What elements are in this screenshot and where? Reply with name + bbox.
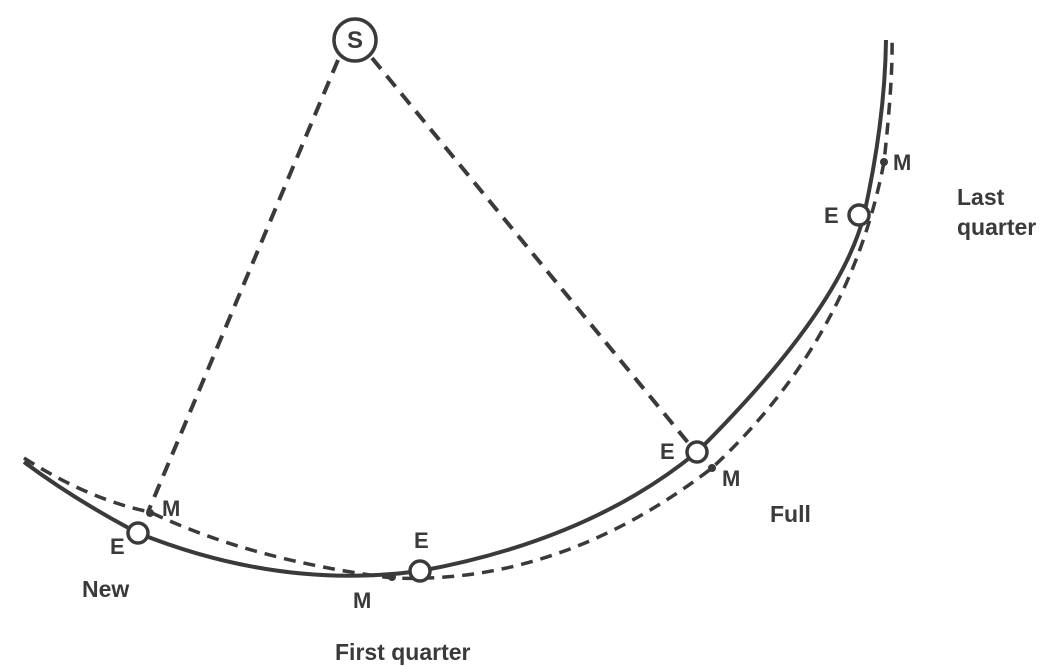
earth-last-quarter-label: E [824, 203, 839, 228]
phase-label-new: New [82, 576, 129, 602]
earth-full-label: E [660, 439, 675, 464]
earth-new-marker [126, 521, 150, 545]
sun-to-full-moon-line [370, 56, 692, 447]
moon-last-quarter-label: M [893, 150, 911, 175]
earth-first-quarter-label: E [414, 528, 429, 553]
earth-new-label: E [110, 534, 125, 559]
phase-label-full: Full [770, 501, 811, 527]
earth-full-marker [685, 440, 709, 464]
moon-full-label: M [722, 466, 740, 491]
sun-circle [332, 17, 378, 63]
moon-path-dashed [23, 37, 894, 581]
earth-last-quarter-marker [847, 203, 871, 227]
moon-new-label: M [162, 496, 180, 521]
earth-first-quarter-marker [408, 559, 432, 583]
sun-label: S [347, 27, 363, 54]
sun-to-new-moon-line [146, 59, 340, 513]
phase-label-first-quarter: First quarter [335, 639, 471, 665]
moon-first-quarter-marker [388, 573, 396, 581]
phase-label-last-quarter-line2: quarter [957, 214, 1036, 240]
moon-full-marker [708, 464, 716, 472]
moon-last-quarter-marker [880, 158, 888, 166]
phase-label-last-quarter-line1: Last [957, 184, 1005, 210]
moon-first-quarter-label: M [353, 588, 371, 613]
moon-new-marker [146, 509, 154, 517]
